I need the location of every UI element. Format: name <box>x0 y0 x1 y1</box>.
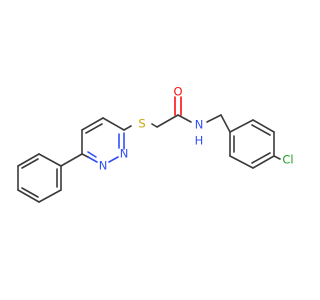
sulfur-atom-label: S <box>138 117 145 131</box>
bond <box>251 152 271 164</box>
amide-nitrogen-label: N <box>195 118 204 132</box>
ring-nitrogen-label: N <box>120 147 129 161</box>
bond <box>85 123 103 134</box>
bond <box>108 156 119 163</box>
chlorophenyl-ring <box>229 119 275 169</box>
bond <box>273 155 281 160</box>
phenyl-ring <box>17 153 62 203</box>
bond <box>17 189 40 203</box>
bond <box>17 153 40 167</box>
bond <box>177 114 192 123</box>
bond <box>229 119 254 133</box>
bond <box>123 125 132 131</box>
bond <box>38 189 62 203</box>
bond <box>21 187 39 198</box>
chlorine-atom-label: Cl <box>282 153 293 167</box>
bond <box>38 153 62 167</box>
bond <box>251 124 271 136</box>
bond <box>102 117 125 131</box>
bond <box>206 114 222 123</box>
bond <box>156 114 179 128</box>
bond <box>151 123 158 128</box>
bond <box>21 158 39 169</box>
bond <box>87 156 98 163</box>
amide-hydrogen-label: H <box>195 134 204 148</box>
bond <box>252 119 275 133</box>
molecule-structure-diagram: S O N H N N Cl <box>17 85 294 203</box>
bond <box>60 153 83 167</box>
bond <box>81 117 104 131</box>
bond <box>229 155 254 169</box>
bond <box>81 153 89 158</box>
bond <box>87 151 97 158</box>
ring-nitrogen-label: N <box>99 159 108 173</box>
pyridazine-ring <box>81 117 125 163</box>
oxygen-atom-label: O <box>173 85 182 99</box>
bond <box>252 155 275 169</box>
bond <box>220 114 231 133</box>
